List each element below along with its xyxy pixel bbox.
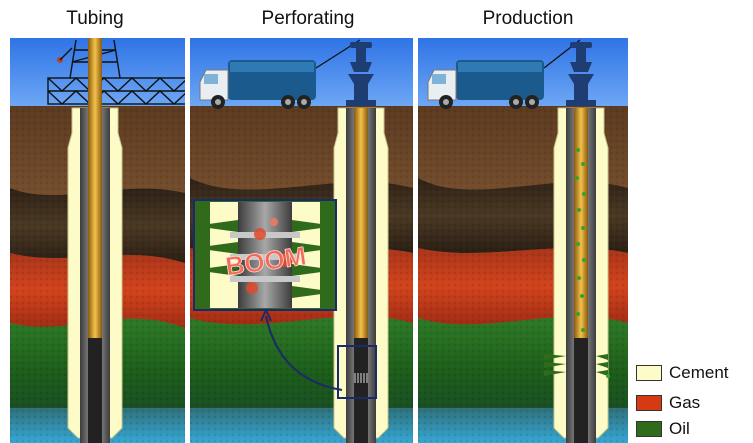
panel-production bbox=[418, 38, 628, 443]
perforation-zone-marker bbox=[337, 345, 377, 399]
wellhead-icon bbox=[346, 42, 376, 106]
panel-tubing bbox=[10, 38, 185, 443]
drilling-rig-icon bbox=[47, 39, 185, 105]
legend-item-cement: Cement bbox=[636, 362, 729, 384]
legend-swatch-oil bbox=[636, 421, 662, 437]
title-tubing: Tubing bbox=[66, 8, 124, 29]
panel-perforating: BOOM bbox=[190, 38, 413, 443]
wellbore bbox=[333, 107, 389, 443]
service-truck-icon bbox=[427, 39, 581, 109]
legend-label-oil: Oil bbox=[669, 419, 690, 438]
service-truck-icon bbox=[199, 39, 361, 109]
title-production: Production bbox=[482, 8, 574, 29]
wellhead-icon bbox=[566, 42, 596, 106]
wellbore bbox=[67, 38, 123, 443]
title-perforating: Perforating bbox=[261, 8, 355, 29]
wellbore bbox=[544, 107, 610, 443]
callout-arrow bbox=[265, 315, 343, 391]
legend-label-cement: Cement bbox=[669, 363, 729, 382]
legend-item-gas: Gas bbox=[636, 392, 700, 414]
legend-label-gas: Gas bbox=[669, 393, 701, 412]
legend-swatch-cement bbox=[636, 365, 662, 381]
legend-swatch-gas bbox=[636, 395, 662, 411]
oil-droplets bbox=[575, 148, 610, 378]
legend-item-oil: Oil bbox=[636, 418, 690, 440]
perforation-inset bbox=[193, 199, 337, 311]
